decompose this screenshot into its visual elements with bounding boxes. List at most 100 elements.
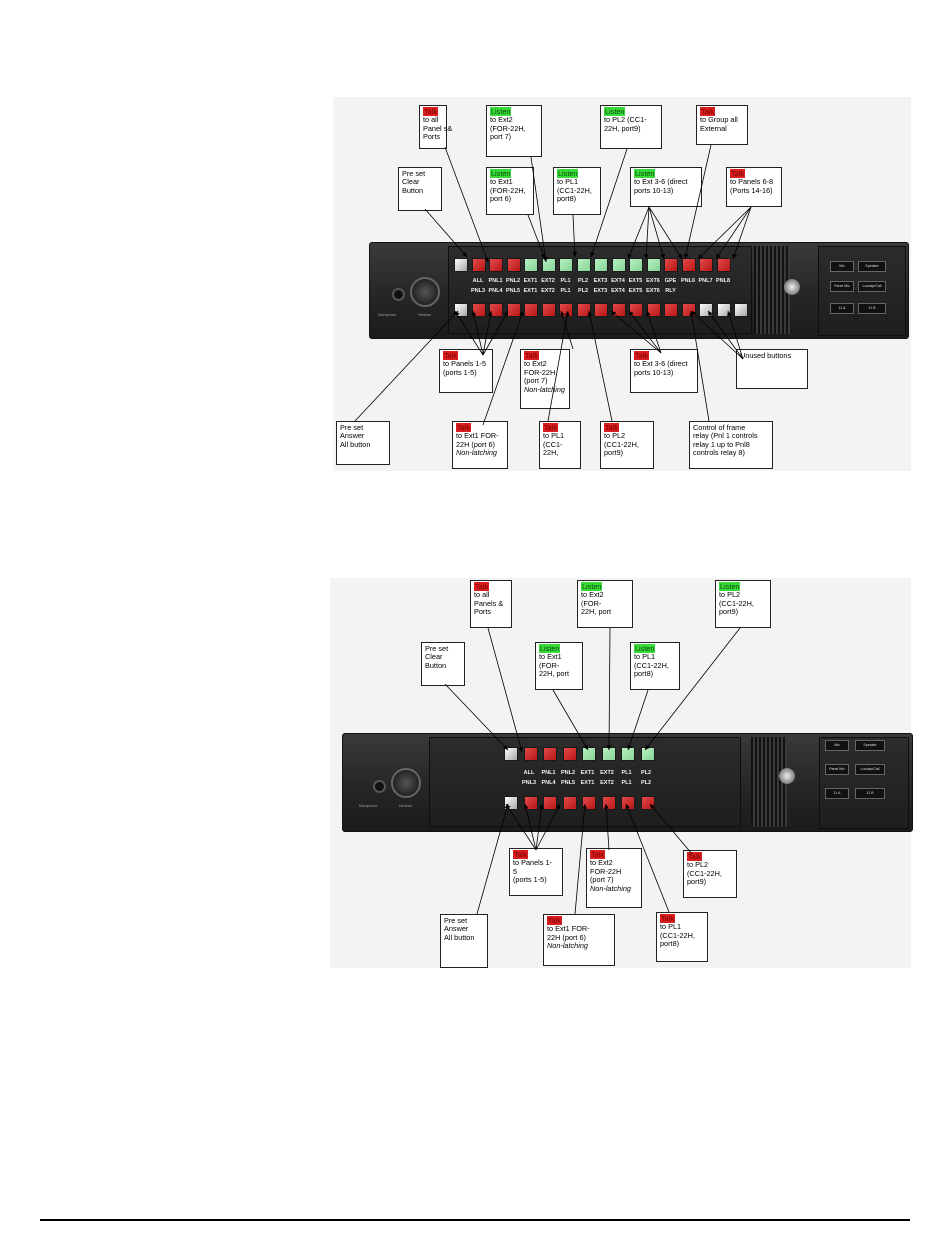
panel-key-lower[interactable] xyxy=(664,303,678,317)
talk-tag: Talk xyxy=(604,423,619,432)
keylock-icon[interactable] xyxy=(779,768,795,784)
key-label: PL1 xyxy=(560,278,571,284)
panel-key-upper[interactable] xyxy=(582,747,596,761)
callout-text: 22H (port 6) xyxy=(547,932,586,942)
key-label: PL2 xyxy=(640,770,652,776)
panel-key-upper[interactable] xyxy=(594,258,608,272)
callout-tag-line: Talk xyxy=(604,423,650,432)
arrow-icon xyxy=(690,310,744,360)
side-button[interactable]: Loudsp/Call xyxy=(858,281,886,292)
panel-key-lower[interactable] xyxy=(541,303,556,317)
talk-tag: Talk xyxy=(547,916,562,925)
microphone-jack-icon xyxy=(373,780,386,793)
arrow-icon xyxy=(505,803,537,851)
key-label: PNL6 xyxy=(680,278,696,284)
panel-key-upper[interactable] xyxy=(629,258,643,272)
callout-tag-line: Listen xyxy=(539,644,579,653)
arrow-icon xyxy=(444,146,489,263)
panel-key-upper[interactable] xyxy=(543,747,557,761)
arrow-icon xyxy=(649,803,693,855)
panel-key-lower[interactable] xyxy=(524,303,538,317)
talk-tag: Talk xyxy=(543,423,558,432)
callout-tag-line: Talk xyxy=(513,850,559,859)
key-label: PNL8 xyxy=(715,278,731,284)
callout-text: port8) xyxy=(660,939,680,949)
side-button[interactable]: Panel Mic xyxy=(825,764,849,775)
callout-text: to PL1 xyxy=(660,922,682,932)
panel-key-upper[interactable] xyxy=(523,747,538,761)
panel-key-upper[interactable] xyxy=(454,258,468,272)
panel-key-upper[interactable] xyxy=(562,747,577,761)
panel-key-upper[interactable] xyxy=(506,258,521,272)
panel-key-lower[interactable] xyxy=(594,303,608,317)
panel-key-upper[interactable] xyxy=(504,747,518,761)
panel-key-upper[interactable] xyxy=(559,258,573,272)
arrow-icon xyxy=(689,310,710,422)
panel-key-upper[interactable] xyxy=(524,258,538,272)
leader-lines xyxy=(354,144,752,426)
side-button[interactable]: 11 A xyxy=(830,303,854,314)
side-button[interactable]: Speaker xyxy=(855,740,885,751)
callout-text: relay (Pnl 1 controls xyxy=(693,431,758,441)
panel-key-upper[interactable] xyxy=(489,258,503,272)
callout-box: Unused buttons xyxy=(736,349,808,389)
callout-text: to PL1 xyxy=(543,431,565,441)
callout-tag-line: Listen xyxy=(557,169,597,178)
listen-tag: Listen xyxy=(539,644,561,653)
panel-key-lower[interactable] xyxy=(734,303,748,317)
callout-text: controls relay 8) xyxy=(693,448,745,458)
callout-tag-line: Listen xyxy=(719,582,767,591)
talk-tag: Talk xyxy=(524,351,539,360)
panel-key-upper[interactable] xyxy=(664,258,678,272)
panel-key-upper[interactable] xyxy=(646,258,661,272)
side-button[interactable]: Mic xyxy=(830,261,854,272)
panel-key-upper[interactable] xyxy=(681,258,696,272)
arrow-icon xyxy=(482,310,493,356)
panel-key-lower[interactable] xyxy=(576,303,591,317)
callout-tag-line: Talk xyxy=(687,852,733,861)
panel-key-lower[interactable] xyxy=(562,796,577,810)
panel-key-upper[interactable] xyxy=(576,258,591,272)
panel-key-upper[interactable] xyxy=(699,258,713,272)
callout-text: to Panels 6-8 xyxy=(730,177,773,187)
callout-tag-line: Listen xyxy=(634,644,676,653)
callout-text: (ports 1-5) xyxy=(513,875,547,885)
arrow-icon xyxy=(627,689,649,751)
panel-key-lower[interactable] xyxy=(716,303,731,317)
keylock-icon[interactable] xyxy=(784,279,800,295)
side-button[interactable]: 11 B xyxy=(858,303,886,314)
callout-tag-line: Listen xyxy=(581,582,629,591)
callout-text: port 7) xyxy=(490,132,512,142)
talk-tag: Talk xyxy=(590,850,605,859)
arrow-icon xyxy=(606,627,612,751)
side-button[interactable]: 11 A xyxy=(825,788,849,799)
panel-key-upper[interactable] xyxy=(716,258,731,272)
side-button[interactable]: Mic xyxy=(825,740,849,751)
side-button[interactable]: 11 B xyxy=(855,788,885,799)
arrow-icon xyxy=(535,803,544,851)
panel-key-upper[interactable] xyxy=(611,258,626,272)
side-button[interactable]: Speaker xyxy=(858,261,886,272)
key-label: PNL7 xyxy=(698,278,713,284)
callout-tag-line: Talk xyxy=(660,914,704,923)
side-button[interactable]: Panel Mic xyxy=(830,281,854,292)
callout-text: (CC1-22H, xyxy=(634,660,669,670)
callout-text: Panel s& xyxy=(423,123,453,133)
panel-key-lower[interactable] xyxy=(506,303,521,317)
callout-note: Non-latching xyxy=(456,448,497,458)
panel-key-upper[interactable] xyxy=(471,258,486,272)
talk-tag: Talk xyxy=(456,423,471,432)
arrow-icon xyxy=(454,310,484,356)
panel-key-lower[interactable] xyxy=(543,796,557,810)
callout-text: to Ext1 FOR- xyxy=(456,431,499,441)
callout-text: 22H, port xyxy=(539,669,570,679)
side-button[interactable]: Loudsp/Call xyxy=(855,764,885,775)
callout-text: Button xyxy=(425,660,447,670)
